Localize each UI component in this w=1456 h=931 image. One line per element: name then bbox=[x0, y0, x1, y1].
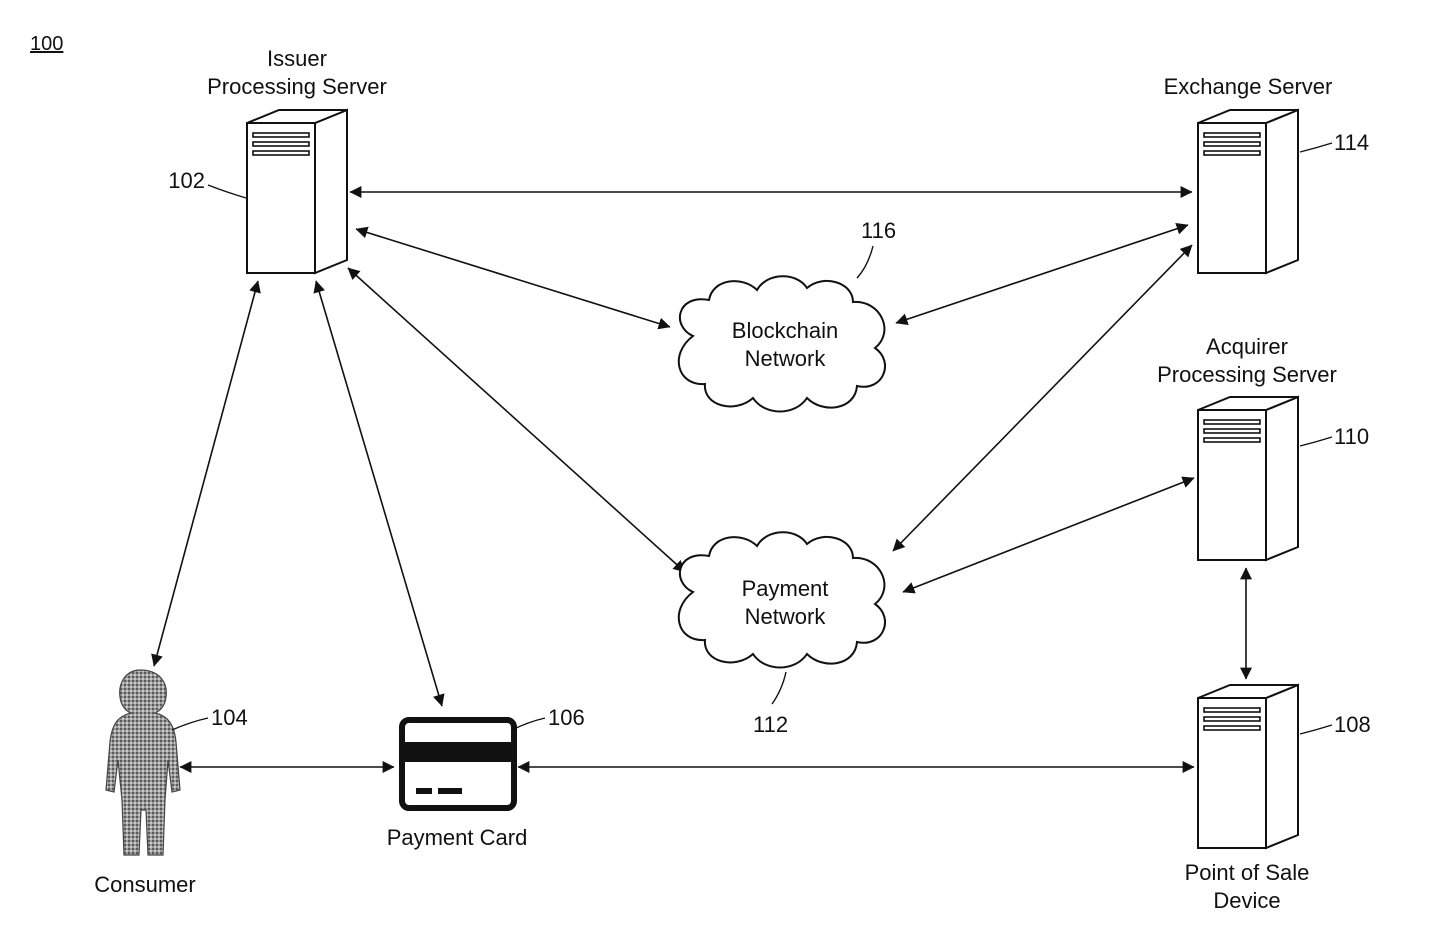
point-of-sale-device bbox=[1197, 683, 1299, 850]
edge-exchange-blockchain bbox=[895, 222, 1189, 326]
payment-network-label: Network bbox=[745, 604, 827, 629]
payment-network-ref-leader bbox=[771, 671, 787, 705]
consumer-figure bbox=[105, 669, 181, 856]
exchange-ref-leader bbox=[1299, 142, 1333, 153]
payment-network-label: Payment bbox=[742, 576, 829, 601]
payment-network-cloud bbox=[677, 531, 886, 669]
payment-network-ref: 112 bbox=[753, 712, 788, 737]
exchange-label: Exchange Server bbox=[1164, 74, 1333, 99]
acquirer-label: Processing Server bbox=[1157, 362, 1337, 387]
exchange-ref: 114 bbox=[1334, 130, 1369, 155]
acquirer-ref: 110 bbox=[1334, 424, 1369, 449]
cloud-icon bbox=[677, 275, 886, 413]
exchange-server bbox=[1197, 108, 1299, 275]
edge-issuer-payment-network bbox=[347, 267, 686, 573]
person-icon bbox=[105, 669, 181, 856]
blockchain-ref-leader bbox=[856, 245, 874, 279]
issuer-label: Processing Server bbox=[207, 74, 387, 99]
payment-card-label: Payment Card bbox=[387, 825, 528, 850]
acquirer-label: Acquirer bbox=[1206, 334, 1288, 359]
connections bbox=[151, 186, 1252, 773]
pos-label: Point of Sale bbox=[1185, 860, 1310, 885]
pos-ref: 108 bbox=[1334, 712, 1371, 737]
payment-card-ref: 106 bbox=[548, 705, 585, 730]
payment-card bbox=[399, 717, 517, 811]
edge-exchange-payment-network bbox=[892, 244, 1193, 552]
server-icon bbox=[1197, 683, 1299, 850]
credit-card-icon bbox=[399, 717, 517, 811]
edge-issuer-payment-card bbox=[313, 280, 445, 707]
consumer-label: Consumer bbox=[94, 872, 195, 897]
cloud-icon bbox=[677, 531, 886, 669]
edge-issuer-blockchain bbox=[355, 226, 671, 330]
figure-ref: 100 bbox=[30, 33, 63, 55]
issuer-processing-server bbox=[246, 108, 348, 275]
issuer-ref-leader bbox=[207, 184, 247, 199]
acquirer-ref-leader bbox=[1299, 436, 1333, 447]
payment-card-ref-leader bbox=[511, 717, 546, 731]
pos-ref-leader bbox=[1299, 724, 1333, 735]
server-icon bbox=[1197, 108, 1299, 275]
acquirer-processing-server bbox=[1197, 395, 1299, 562]
edge-acquirer-payment-network bbox=[902, 476, 1195, 594]
blockchain-network-cloud bbox=[677, 275, 886, 413]
issuer-ref: 102 bbox=[168, 168, 205, 193]
issuer-label: Issuer bbox=[267, 46, 327, 71]
blockchain-label: Network bbox=[745, 346, 827, 371]
consumer-ref-leader bbox=[171, 717, 209, 731]
blockchain-label: Blockchain bbox=[732, 318, 838, 343]
pos-label: Device bbox=[1213, 888, 1280, 913]
edge-issuer-consumer bbox=[151, 280, 261, 667]
server-icon bbox=[1197, 395, 1299, 562]
consumer-ref: 104 bbox=[211, 705, 248, 730]
blockchain-ref: 116 bbox=[861, 218, 896, 243]
server-icon bbox=[246, 108, 348, 275]
